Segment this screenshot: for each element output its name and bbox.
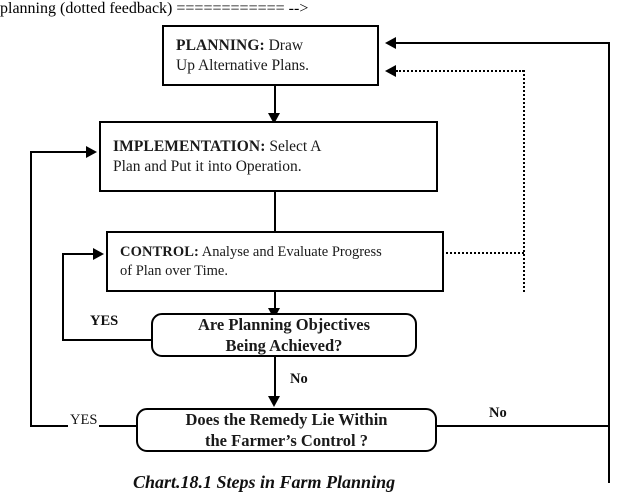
node-objectives-line-1: Are Planning Objectives: [197, 314, 371, 334]
edge-label-yes-upper: YES: [88, 313, 121, 330]
node-control[interactable]: CONTROL: Analyse and Evaluate Progress o…: [106, 231, 444, 292]
node-planning[interactable]: PLANNING: Draw Up Alternative Plans.: [162, 25, 379, 86]
node-implementation-keyword: IMPLEMENTATION:: [113, 137, 266, 155]
edge-label-no-right: No: [487, 405, 509, 422]
edge-control-dotted-horizontal: [446, 252, 524, 254]
edge-planning-to-implementation-line: [274, 86, 276, 119]
edge-control-to-objectives-line: [274, 292, 276, 321]
edge-objectives-yes-horizontal: [62, 339, 154, 341]
node-planning-line-1: PLANNING: Draw: [176, 36, 367, 56]
chart-caption: Chart.18.1 Steps in Farm Planning: [133, 472, 396, 492]
edge-objectives-to-remedy-arrowhead: [268, 396, 280, 407]
edge-objectives-to-remedy-line: [274, 357, 276, 400]
edge-implementation-to-control-line: [274, 192, 276, 232]
node-objectives-line-2: Being Achieved?: [225, 336, 343, 355]
node-implementation-line-2: Plan and Put it into Operation.: [113, 157, 302, 175]
node-implementation[interactable]: IMPLEMENTATION: Select A Plan and Put it…: [99, 121, 438, 192]
edge-remedy-no-vertical: [608, 42, 610, 483]
node-implementation-line-1-rest: Select A: [265, 137, 322, 155]
edge-planning-to-implementation-arrowhead: [268, 113, 280, 124]
node-planning-line-1-rest: Draw: [264, 36, 304, 54]
edge-label-yes-lower: YES: [68, 412, 100, 429]
node-remedy-line-1: Does the Remedy Lie Within: [185, 409, 388, 429]
edge-remedy-yes-into-implementation: [30, 151, 88, 153]
edge-remedy-yes-vertical: [30, 151, 32, 427]
edge-objectives-yes-into-control: [62, 253, 95, 255]
edge-objectives-yes-arrowhead: [93, 248, 104, 260]
edge-control-dotted-into-planning: [396, 70, 524, 72]
edge-remedy-yes-arrowhead: [86, 146, 97, 158]
node-remedy[interactable]: Does the Remedy Lie Within the Farmer’s …: [136, 408, 437, 452]
edge-remedy-no-arrowhead: [385, 37, 396, 49]
edge-remedy-no-into-planning: [396, 42, 610, 44]
node-control-keyword: CONTROL:: [120, 243, 199, 260]
node-control-line-1: CONTROL: Analyse and Evaluate Progress: [120, 243, 432, 262]
node-planning-line-2: Up Alternative Plans.: [176, 56, 310, 74]
edge-control-dotted-arrowhead: [385, 65, 396, 77]
node-remedy-line-2: the Farmer’s Control ?: [205, 431, 368, 450]
node-control-line-2: of Plan over Time.: [120, 262, 228, 279]
edge-remedy-no-horizontal: [437, 425, 610, 427]
edge-objectives-yes-vertical: [62, 253, 64, 341]
edge-control-dotted-vertical: [523, 70, 525, 292]
node-control-line-1-rest: Analyse and Evaluate Progress: [198, 243, 382, 260]
edge-label-no-middle: No: [288, 371, 310, 388]
node-implementation-line-1: IMPLEMENTATION: Select A: [113, 137, 426, 157]
node-objectives[interactable]: Are Planning Objectives Being Achieved?: [151, 313, 417, 357]
node-planning-keyword: PLANNING:: [176, 36, 265, 54]
